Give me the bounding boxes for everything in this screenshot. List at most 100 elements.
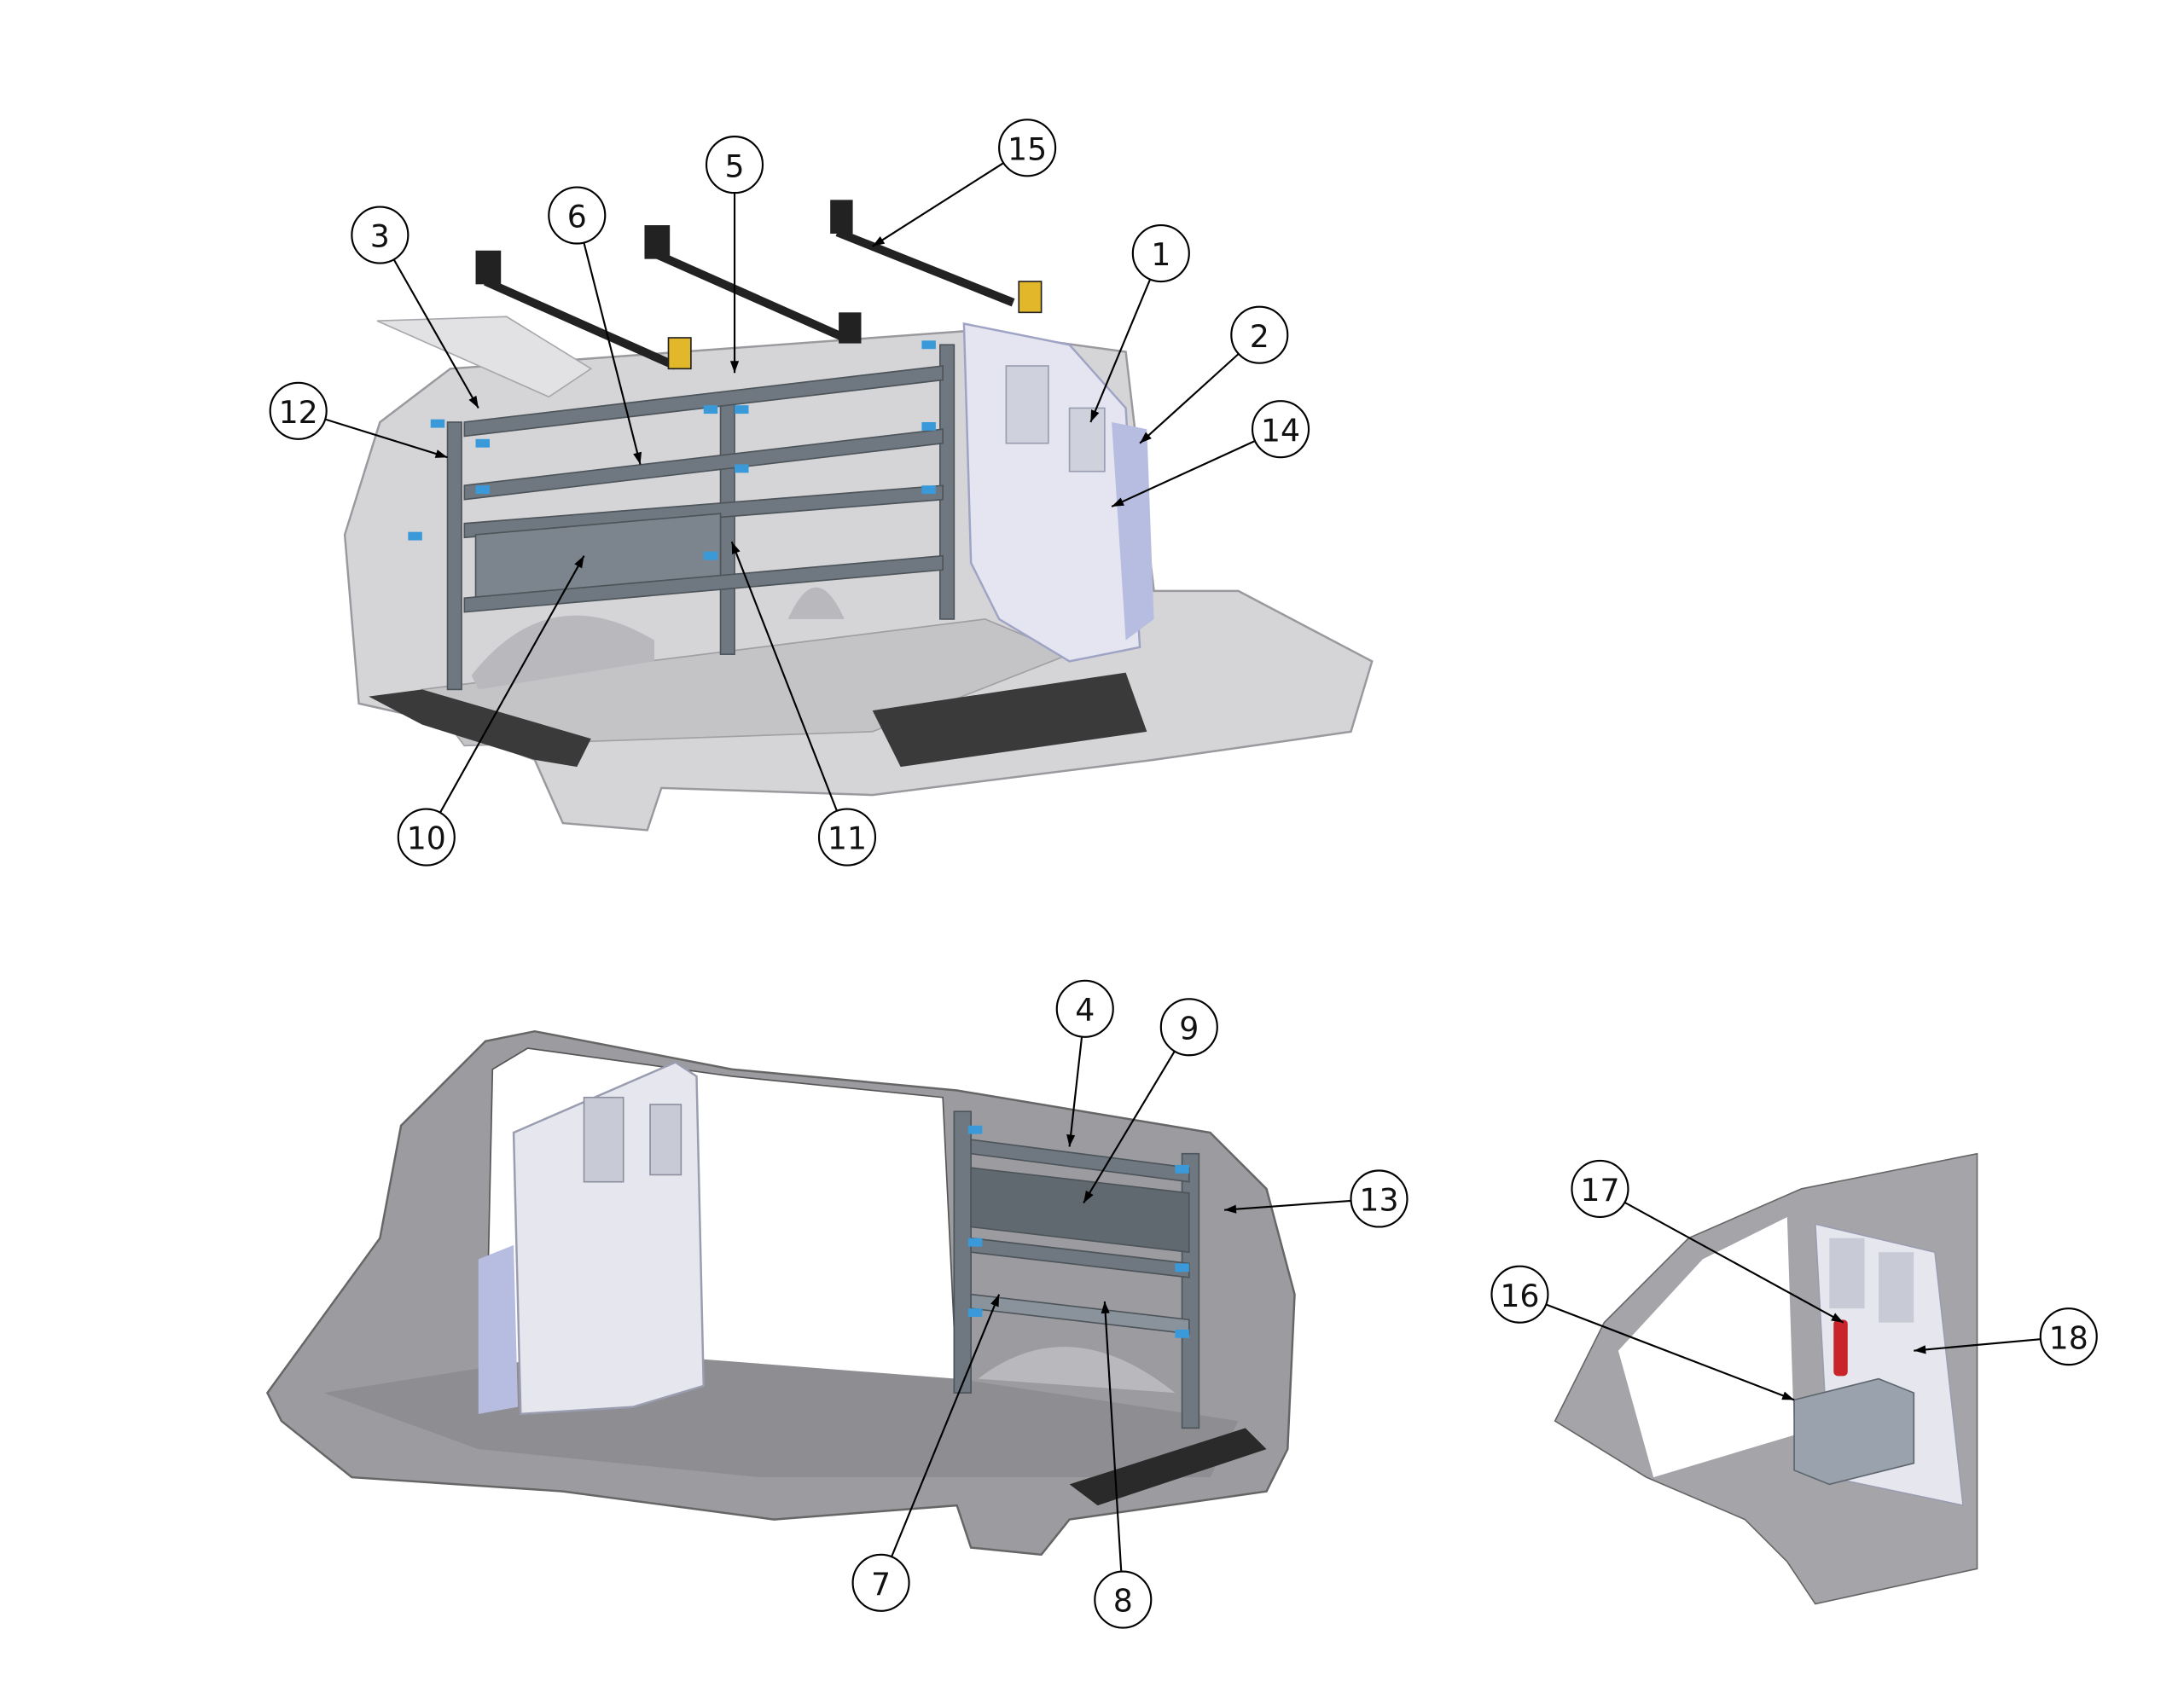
callout-circle	[998, 119, 1057, 177]
callout-circle	[851, 1553, 910, 1612]
arrowhead-icon	[1914, 1345, 1926, 1354]
callout-circle	[351, 206, 410, 264]
storage-box	[1793, 1377, 1915, 1486]
callout-circle	[1055, 979, 1114, 1038]
callout-10: 10	[397, 555, 585, 867]
callout-circle	[1094, 1570, 1153, 1629]
callout-4: 4	[1055, 979, 1114, 1147]
leader-line	[1111, 439, 1256, 507]
callout-number: 18	[2049, 1319, 2088, 1356]
arrowhead-icon	[1140, 432, 1152, 443]
callout-3: 3	[351, 206, 479, 409]
callout-11: 11	[730, 541, 877, 867]
arrowhead-icon	[1831, 1313, 1844, 1323]
callout-number: 1	[1151, 236, 1170, 273]
leader-line	[1083, 1050, 1176, 1203]
leader-line	[891, 1294, 1001, 1557]
roof-hatch	[376, 316, 593, 398]
arrowhead-icon	[872, 236, 886, 246]
leader-line	[392, 258, 479, 409]
callout-8: 8	[1094, 1301, 1153, 1629]
arrowhead-icon	[468, 395, 479, 409]
callout-6: 6	[548, 186, 642, 465]
leader-line	[872, 162, 1004, 247]
van-interior-side-view	[265, 1029, 1296, 1557]
arrowhead-icon	[1083, 1190, 1094, 1203]
leader-line	[1068, 1036, 1083, 1147]
callout-number: 7	[871, 1566, 891, 1603]
cab-opening	[1618, 1216, 1795, 1478]
callout-number: 15	[1008, 130, 1047, 167]
wheel-well	[978, 1347, 1176, 1394]
callout-number: 14	[1261, 412, 1300, 449]
leader-line	[439, 555, 585, 814]
callout-circle	[1251, 400, 1310, 459]
side-shelving-unit	[953, 1110, 1200, 1429]
callout-1: 1	[1089, 223, 1190, 423]
arrowhead-icon	[633, 451, 642, 465]
arrowhead-icon	[729, 361, 740, 374]
partition-wing	[478, 1244, 519, 1414]
callout-circle	[397, 808, 456, 867]
callout-circle	[1350, 1169, 1409, 1228]
callout-number: 4	[1075, 992, 1095, 1029]
callout-18: 18	[1914, 1307, 2098, 1366]
callout-circle	[1159, 998, 1218, 1057]
leader-line	[730, 541, 838, 812]
callout-2: 2	[1139, 305, 1289, 444]
wheel-well-right	[787, 587, 845, 619]
callout-number: 12	[279, 394, 318, 431]
shelf-brackets	[408, 340, 936, 560]
callout-number: 6	[567, 199, 587, 235]
leader-line	[1103, 1301, 1123, 1572]
arrowhead-icon	[990, 1294, 1000, 1307]
callout-circle	[1571, 1159, 1629, 1219]
van-interior-rear-view	[343, 200, 1374, 832]
shelf-front-panel	[970, 1167, 1190, 1254]
callout-number: 11	[828, 820, 867, 857]
arrowhead-icon	[574, 555, 584, 569]
callout-circle	[2039, 1307, 2098, 1366]
callout-number: 9	[1179, 1010, 1199, 1046]
callout-number: 8	[1113, 1583, 1133, 1620]
callout-number: 17	[1580, 1172, 1619, 1209]
callout-circle	[1131, 223, 1190, 283]
leader-line	[1545, 1303, 1795, 1401]
callout-9: 9	[1083, 998, 1218, 1203]
fire-extinguisher	[1833, 1319, 1848, 1377]
arrowhead-icon	[731, 542, 741, 555]
leader-line	[324, 418, 448, 459]
partition-mesh	[583, 1096, 624, 1183]
leader-line	[1139, 353, 1240, 444]
leader-line	[1223, 1199, 1351, 1211]
arrowhead-icon	[1224, 1204, 1237, 1214]
callout-number: 10	[407, 820, 446, 857]
arrowhead-icon	[1066, 1134, 1076, 1147]
callout-13: 13	[1223, 1169, 1409, 1228]
arrowhead-icon	[1101, 1301, 1110, 1314]
callout-number: 13	[1359, 1182, 1398, 1219]
callout-14: 14	[1111, 400, 1310, 507]
arrowhead-icon	[434, 449, 448, 458]
callout-number: 16	[1500, 1278, 1539, 1314]
callout-17: 17	[1571, 1159, 1844, 1324]
callout-circle	[1230, 305, 1289, 364]
leader-line	[583, 242, 642, 465]
floor-mat-rear	[369, 689, 591, 768]
callout-12: 12	[269, 381, 448, 459]
callout-number: 2	[1250, 318, 1269, 355]
step-mat-side	[872, 672, 1147, 768]
callout-number: 3	[370, 218, 390, 255]
leader-line	[1623, 1201, 1844, 1324]
arrowhead-icon	[1090, 409, 1100, 422]
callout-circle	[705, 136, 764, 194]
callout-5: 5	[705, 136, 764, 374]
callout-circle	[269, 381, 328, 440]
arrowhead-icon	[1112, 497, 1124, 507]
callout-number: 5	[724, 148, 744, 184]
step-mat	[1069, 1428, 1267, 1506]
shelving-unit	[446, 344, 956, 691]
callout-16: 16	[1490, 1265, 1795, 1401]
